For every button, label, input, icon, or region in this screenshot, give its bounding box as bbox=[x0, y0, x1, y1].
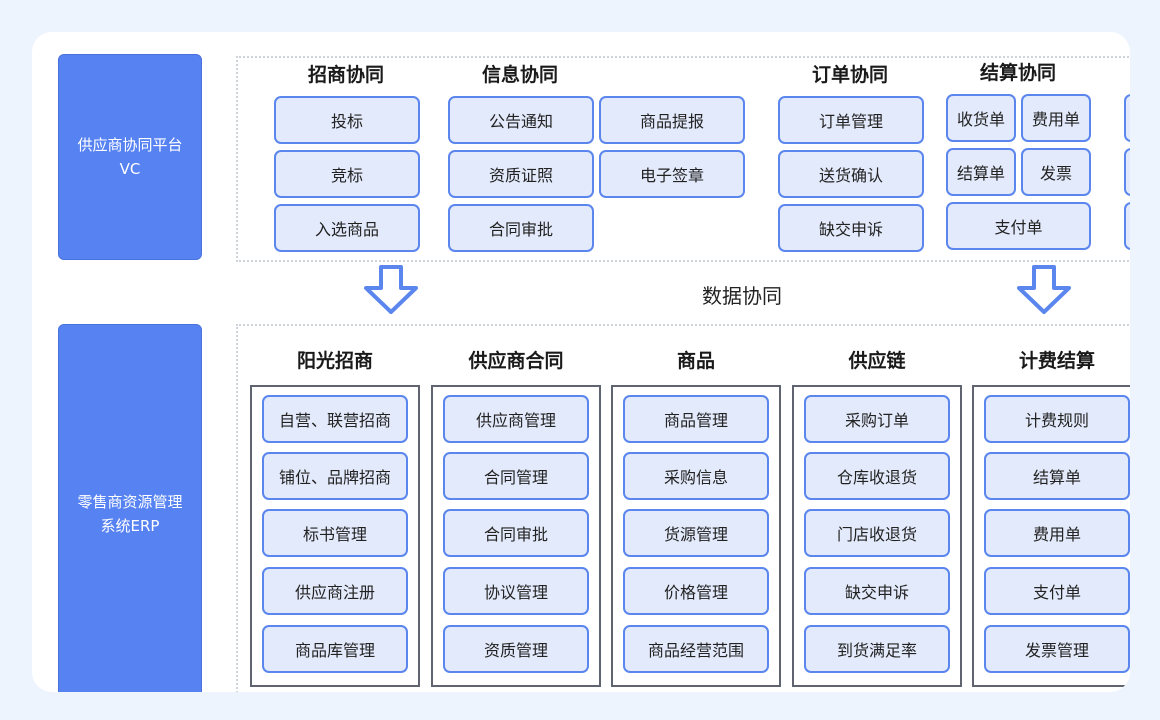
box-jiesuandan-top: 结算单 bbox=[946, 148, 1016, 196]
diagram-card: 供应商协同平台 VC 招商协同 信息协同 订单协同 结算协同 投标 竞标 入选商… bbox=[32, 32, 1130, 692]
box-shouhuodan: 收货单 bbox=[946, 94, 1016, 142]
box-shangpin-tibao: 商品提报 bbox=[599, 96, 745, 144]
group-title-zhaoshang: 招商协同 bbox=[307, 64, 384, 86]
box-zizhi-zhengzhao: 资质证照 bbox=[448, 150, 594, 198]
vc-platform-block: 供应商协同平台 VC bbox=[58, 54, 202, 260]
box-ruxuan: 入选商品 bbox=[274, 204, 420, 252]
box-caigou-dingdan: 采购订单 bbox=[804, 395, 950, 443]
clipped-box-1 bbox=[1124, 94, 1130, 142]
box-jiesuandan: 结算单 bbox=[984, 452, 1130, 500]
group-title-xinxi: 信息协同 bbox=[481, 64, 558, 86]
data-sync-label: 数据协同 bbox=[702, 284, 782, 308]
box-cangku-shoutuihuo: 仓库收退货 bbox=[804, 452, 950, 500]
box-zhifudan-top: 支付单 bbox=[946, 202, 1091, 250]
clipped-box-2 bbox=[1124, 148, 1130, 196]
down-arrow-icon bbox=[1017, 265, 1071, 314]
box-hetong-shenpi-top: 合同审批 bbox=[448, 204, 594, 252]
box-quejiao-shensu: 缺交申诉 bbox=[804, 567, 950, 615]
group-title-jiesuan: 结算协同 bbox=[979, 62, 1056, 84]
box-caigou-xinxi: 采购信息 bbox=[623, 452, 769, 500]
erp-label: 零售商资源管理 系统ERP bbox=[77, 493, 183, 535]
group-title-dingdan: 订单协同 bbox=[811, 64, 888, 86]
column-title-jifei-jiesuan: 计费结算 bbox=[1018, 350, 1095, 372]
box-hetong-guanli: 合同管理 bbox=[443, 452, 589, 500]
box-toubiao: 投标 bbox=[274, 96, 420, 144]
box-biaoshu: 标书管理 bbox=[262, 509, 408, 557]
box-jiage-guanli: 价格管理 bbox=[623, 567, 769, 615]
box-zhifudan: 支付单 bbox=[984, 567, 1130, 615]
vc-platform-label: 供应商协同平台 VC bbox=[77, 136, 183, 178]
erp-block: 零售商资源管理 系统ERP bbox=[58, 324, 202, 692]
box-shangpin-guanli: 商品管理 bbox=[623, 395, 769, 443]
column-title-yangguang: 阳光招商 bbox=[296, 350, 373, 372]
bottom-dotted-region bbox=[236, 324, 1130, 692]
box-feiyongdan: 费用单 bbox=[984, 509, 1130, 557]
box-jingbiao: 竞标 bbox=[274, 150, 420, 198]
box-zizhi-guanli: 资质管理 bbox=[443, 625, 589, 673]
box-mendian-shoutuihuo: 门店收退货 bbox=[804, 509, 950, 557]
column-title-gongyingshang-hetong: 供应商合同 bbox=[468, 350, 564, 372]
box-jingying-fanwei: 商品经营范围 bbox=[623, 625, 769, 673]
box-dingdan-guanli: 订单管理 bbox=[778, 96, 924, 144]
box-shangpinku: 商品库管理 bbox=[262, 625, 408, 673]
box-gongyingshang-guanli: 供应商管理 bbox=[443, 395, 589, 443]
box-huoyuan-guanli: 货源管理 bbox=[623, 509, 769, 557]
box-quejiao-top: 缺交申诉 bbox=[778, 204, 924, 252]
top-dotted-region bbox=[236, 56, 1130, 262]
box-ziying-lianying: 自营、联营招商 bbox=[262, 395, 408, 443]
box-dianzi-qianzhang: 电子签章 bbox=[599, 150, 745, 198]
box-fapiao-top: 发票 bbox=[1021, 148, 1091, 196]
box-jifei-guize: 计费规则 bbox=[984, 395, 1130, 443]
box-songhuo-queren: 送货确认 bbox=[778, 150, 924, 198]
clipped-box-3 bbox=[1124, 202, 1130, 250]
box-gonggao: 公告通知 bbox=[448, 96, 594, 144]
box-feiyongdan-top: 费用单 bbox=[1021, 94, 1091, 142]
box-xieyi-guanli: 协议管理 bbox=[443, 567, 589, 615]
box-fapiao-guanli: 发票管理 bbox=[984, 625, 1130, 673]
column-title-gongyinglian: 供应链 bbox=[848, 350, 906, 372]
down-arrow-icon bbox=[364, 265, 418, 314]
box-puwei-pinpai: 铺位、品牌招商 bbox=[262, 452, 408, 500]
column-title-shangpin: 商品 bbox=[676, 350, 715, 372]
box-daohuo-manzulv: 到货满足率 bbox=[804, 625, 950, 673]
box-gongyingshang-zhuce: 供应商注册 bbox=[262, 567, 408, 615]
box-hetong-shenpi: 合同审批 bbox=[443, 509, 589, 557]
